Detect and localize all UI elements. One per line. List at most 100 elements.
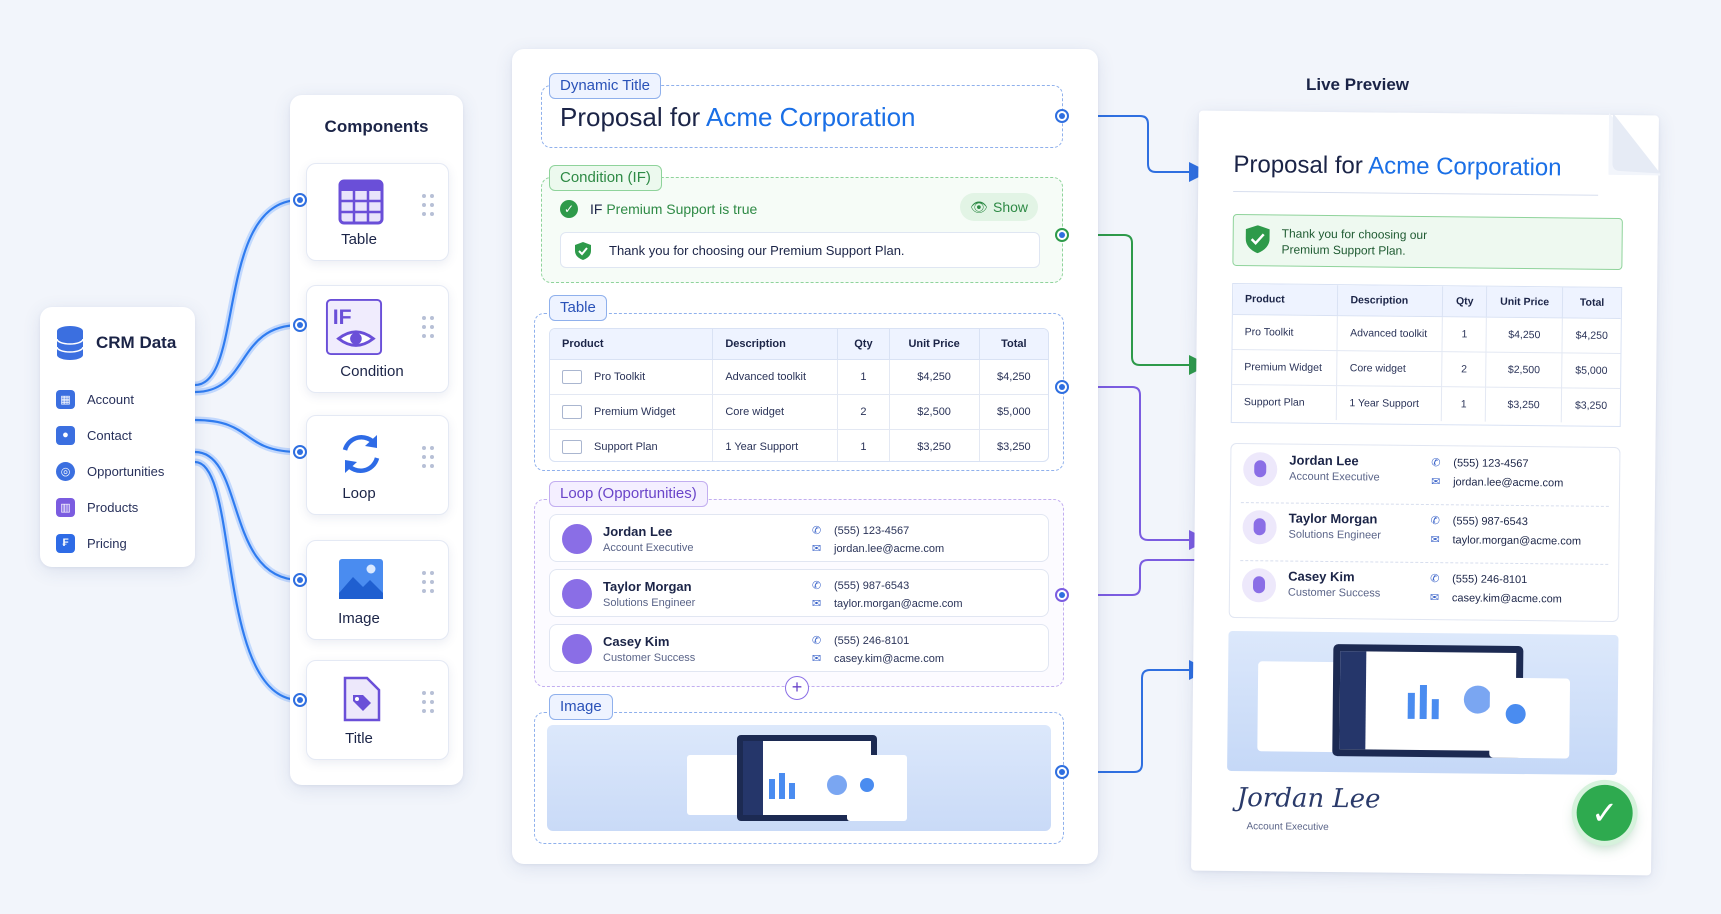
crm-item-products[interactable]: ▥ Products [56, 489, 164, 525]
component-connector-dot[interactable] [293, 573, 307, 587]
condition-if-keyword: IF [590, 201, 603, 217]
component-image[interactable]: Image [306, 540, 449, 640]
loop-connector-dot[interactable] [1055, 588, 1069, 602]
eye-icon: 👁 [970, 199, 988, 215]
col-unit-price: Unit Price [889, 329, 980, 360]
title-connector-dot[interactable] [1055, 109, 1069, 123]
image-placeholder-icon [562, 369, 582, 384]
product-cell: Pro Toolkit [550, 359, 714, 395]
phone-text: (555) 987-6543 [1452, 515, 1528, 529]
condition-section[interactable]: ✓ IF Premium Support is true 👁 Show Than… [541, 177, 1063, 283]
condition-connector-dot[interactable] [1055, 228, 1069, 242]
phone-icon: ✆ [1431, 457, 1441, 470]
avatar [1241, 568, 1277, 603]
phone-text: (555) 246-8101 [834, 635, 910, 647]
loop-tag: Loop (Opportunities) [549, 481, 708, 507]
component-connector-dot[interactable] [293, 445, 307, 459]
person-phone: ✆(555) 246-8101 [812, 634, 909, 647]
loop-item[interactable]: Taylor Morgan Solutions Engineer ✆(555) … [549, 569, 1049, 617]
component-table[interactable]: Table [306, 163, 449, 261]
image-section[interactable] [534, 712, 1064, 844]
condition-eye-icon: IF [325, 298, 383, 356]
col-description: Description [1337, 285, 1444, 317]
component-loop[interactable]: Loop [306, 415, 449, 515]
product-cell: Support Plan [550, 429, 714, 461]
description-cell: Core widget [712, 394, 839, 430]
component-title[interactable]: Title [306, 660, 449, 760]
drag-handle-icon[interactable] [422, 571, 436, 595]
table-tag: Table [549, 295, 607, 321]
table-connector-dot[interactable] [1055, 380, 1069, 394]
email-text: casey.kim@acme.com [834, 653, 944, 665]
phone-text: (555) 987-6543 [834, 580, 910, 592]
table-row: Support Plan 1 Year Support 1 $3,250 $3,… [1231, 383, 1620, 423]
component-connector-dot[interactable] [293, 193, 307, 207]
crm-item-label: Products [87, 499, 139, 515]
dynamic-title-tag: Dynamic Title [549, 73, 662, 99]
loop-section[interactable]: Jordan Lee Account Executive ✆(555) 123-… [534, 499, 1064, 700]
unit-price-cell: $3,250 [889, 429, 980, 461]
crm-item-opportunities[interactable]: ◎ Opportunities [56, 453, 164, 489]
title-prefix: Proposal for [560, 102, 701, 132]
table-section[interactable]: Product Description Qty Unit Price Total… [534, 313, 1064, 471]
col-total: Total [979, 329, 1048, 360]
table-icon [338, 179, 384, 225]
crm-data-panel: CRM Data ▦ Account ● Contact ◎ Opportuni… [40, 307, 195, 567]
loop-item[interactable]: Casey Kim Customer Success ✆(555) 246-81… [549, 624, 1049, 672]
drag-handle-icon[interactable] [422, 194, 436, 218]
avatar [1242, 510, 1277, 545]
loop-item[interactable]: Jordan Lee Account Executive ✆(555) 123-… [549, 514, 1049, 562]
phone-icon: ✆ [1430, 573, 1440, 586]
person-name: Casey Kim [603, 634, 670, 649]
shield-check-icon [575, 242, 591, 260]
col-qty: Qty [1442, 286, 1487, 317]
title-divider [1233, 190, 1599, 196]
products-icon: ▥ [56, 497, 75, 517]
component-label: Image [338, 610, 380, 627]
unit-price-cell: $4,250 [889, 359, 980, 395]
live-preview-document: Proposal for Acme Corporation Thank you … [1191, 110, 1661, 876]
phone-text: (555) 246-8101 [1452, 573, 1528, 587]
drag-handle-icon[interactable] [422, 316, 436, 340]
avatar [562, 524, 592, 554]
person-role: Account Executive [603, 542, 694, 554]
total-cell: $3,250 [1574, 399, 1608, 412]
drag-handle-icon[interactable] [422, 446, 436, 470]
mail-icon: ✉ [1431, 476, 1441, 489]
crm-item-account[interactable]: ▦ Account [56, 381, 164, 417]
qty-cell: 1 [837, 429, 890, 461]
image-connector-dot[interactable] [1055, 765, 1069, 779]
page-fold-icon [1608, 112, 1661, 176]
email-text: taylor.morgan@acme.com [834, 598, 963, 610]
qty-cell: 1 [1442, 316, 1487, 352]
qty-cell: 2 [837, 394, 890, 430]
description-cell: Advanced toolkit [1337, 315, 1443, 352]
show-toggle-button[interactable]: 👁 Show [960, 193, 1038, 221]
product-cell: Premium Widget [550, 394, 714, 430]
crm-item-label: Account [87, 391, 134, 407]
unit-price-cell: $3,250 [1485, 386, 1562, 423]
preview-message-text: Thank you for choosing our Premium Suppo… [1281, 225, 1427, 259]
component-connector-dot[interactable] [293, 693, 307, 707]
dynamic-title-section[interactable]: Proposal for Acme Corporation [541, 85, 1063, 148]
product-name: Premium Widget [594, 405, 676, 418]
component-connector-dot[interactable] [293, 318, 307, 332]
approved-check-icon: ✓ [1576, 784, 1633, 842]
add-item-button[interactable]: + [785, 676, 809, 700]
component-label: Table [341, 231, 377, 248]
person-role: Solutions Engineer [1288, 528, 1381, 542]
component-condition[interactable]: IF Condition [306, 285, 449, 393]
image-tag: Image [549, 694, 613, 720]
person-name: Jordan Lee [1289, 452, 1359, 469]
title-company: Acme Corporation [1368, 152, 1562, 182]
preview-condition-message: Thank you for choosing our Premium Suppo… [1232, 213, 1623, 271]
total-cell: $3,250 [997, 440, 1031, 453]
drag-handle-icon[interactable] [422, 691, 436, 715]
crm-item-contact[interactable]: ● Contact [56, 417, 164, 453]
dashboard-image [547, 725, 1051, 831]
check-circle-icon: ✓ [560, 200, 578, 218]
crm-item-pricing[interactable]: ₣ Pricing [56, 525, 164, 561]
condition-expr: Premium Support is true [606, 201, 758, 217]
shield-check-icon [1245, 225, 1270, 254]
component-label: Title [345, 730, 373, 747]
